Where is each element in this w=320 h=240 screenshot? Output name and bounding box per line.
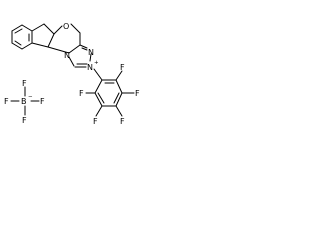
fluorine-atom-meta-bottom: F bbox=[93, 117, 98, 126]
boron-atom: B bbox=[21, 97, 27, 106]
oxazine-ring bbox=[47, 23, 81, 54]
pentafluorophenyl-ring bbox=[85, 70, 135, 117]
cyclopentane-ring bbox=[31, 23, 55, 48]
negative-charge: − bbox=[28, 94, 33, 100]
molecule-drawing: O N N N + F F F F F B − F F F F bbox=[4, 22, 140, 126]
oxygen-atom: O bbox=[63, 22, 69, 31]
fluorine-atom-meta-right: F bbox=[135, 89, 140, 98]
nitrogen-atom-bridge: N bbox=[64, 51, 70, 60]
nitrogen-atom-cationic: N bbox=[87, 63, 93, 72]
chemical-structure-canvas: O N N N + F F F F F B − F F F F bbox=[0, 0, 166, 146]
fluorine-atom-bf4-top: F bbox=[22, 79, 27, 88]
triazolium-ring bbox=[68, 44, 92, 68]
fluorine-atom-bf4-right: F bbox=[40, 97, 45, 106]
nitrogen-atom-top: N bbox=[88, 48, 94, 57]
fluorine-atom-bf4-left: F bbox=[4, 97, 9, 106]
tetrafluoroborate-bonds bbox=[10, 86, 40, 116]
n-aryl-bond bbox=[93, 68, 103, 81]
fluorine-atom-ortho-top: F bbox=[120, 63, 125, 72]
positive-charge: + bbox=[94, 60, 99, 66]
benzene-ring bbox=[11, 24, 33, 50]
fluorine-atom-bf4-bottom: F bbox=[22, 116, 27, 125]
fluorine-atom-ortho-bottom: F bbox=[79, 89, 84, 98]
fluorine-atom-para: F bbox=[120, 117, 125, 126]
